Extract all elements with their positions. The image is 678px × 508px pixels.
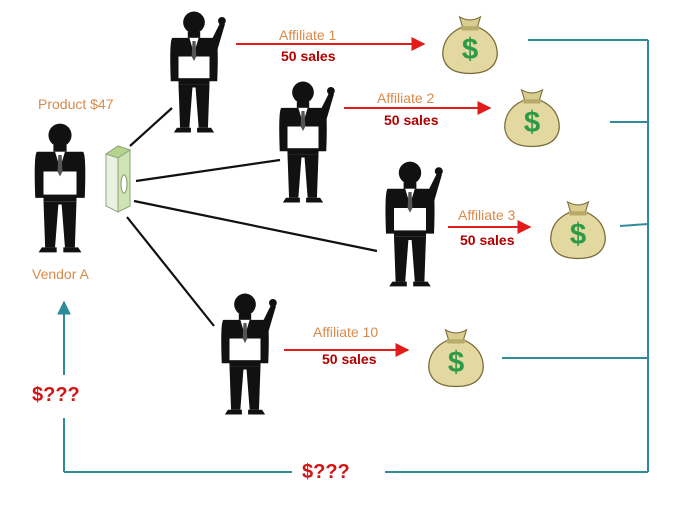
affiliate-10-figure: [221, 293, 277, 415]
money-bag-icon: [428, 329, 484, 388]
vendor-figure: [34, 123, 86, 253]
product-box-icon: [104, 145, 132, 213]
payout-left-label: $???: [32, 384, 80, 406]
payout-bottom-label: $???: [302, 461, 350, 483]
affiliate-2-sales: 50 sales: [384, 112, 439, 128]
sale-arrows: [236, 37, 532, 357]
product-label: Product $47: [38, 96, 114, 112]
money-bag-icon: [442, 16, 498, 75]
affiliate-1-figure: [170, 11, 226, 133]
vendor-label: Vendor A: [32, 266, 89, 282]
affiliate-3-label: Affiliate 3: [458, 207, 516, 223]
affiliate-10-sales: 50 sales: [322, 351, 377, 367]
affiliate-10-label: Affiliate 10: [313, 324, 378, 340]
affiliate-1-label: Affiliate 1: [279, 27, 337, 43]
money-bag-icon: [550, 201, 606, 260]
money-bag-icon: [504, 89, 560, 148]
affiliate-1-sales: 50 sales: [281, 48, 336, 64]
affiliate-3-figure: [385, 161, 443, 287]
connector-lines: [126, 107, 378, 327]
affiliate-3-sales: 50 sales: [460, 232, 515, 248]
affiliate-2-label: Affiliate 2: [377, 90, 435, 106]
payout-return-lines: [57, 39, 649, 473]
affiliate-2-figure: [279, 81, 335, 203]
